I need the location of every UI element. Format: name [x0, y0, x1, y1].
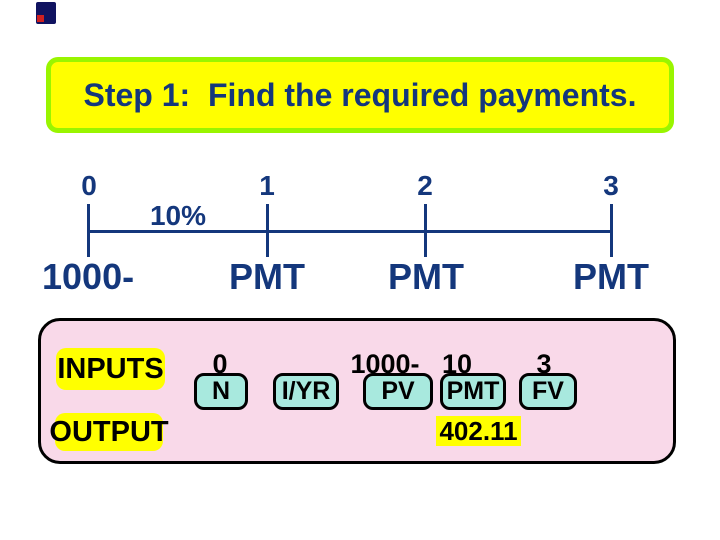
tick-mark-1 [266, 204, 269, 257]
calc-value-fv: 3 [536, 349, 552, 379]
calc-key-n: N [194, 373, 248, 410]
period-label-0: 0 [81, 170, 97, 201]
calc-key-pmt: PMT [440, 373, 506, 410]
interest-rate-label: 10% [149, 200, 207, 231]
inputs-label: INPUTS [56, 348, 165, 390]
banner-title: Step 1: Find the required payments. [83, 76, 637, 113]
calculator-panel: INPUTS OUTPUT 0 1000- 10 3 N I/YR PV PMT… [38, 318, 676, 464]
tick-mark-0 [87, 204, 90, 257]
cashflow-label-0: 1000- [42, 256, 135, 297]
step-banner: Step 1: Find the required payments. [46, 57, 674, 133]
cashflow-label-3: PMT [573, 256, 649, 297]
monitor-logo-icon [36, 2, 56, 24]
calc-value-n: 0 [212, 349, 228, 379]
calc-key-pv: PV [363, 373, 433, 410]
period-label-1: 1 [259, 170, 275, 201]
output-value: 402.11 [436, 416, 521, 446]
red-dot-icon [37, 15, 44, 22]
tick-mark-3 [610, 204, 613, 257]
output-label: OUTPUT [49, 413, 169, 451]
timeline-axis [88, 230, 612, 233]
period-label-2: 2 [417, 170, 433, 201]
calc-key-iyr: I/YR [273, 373, 339, 410]
cashflow-label-1: PMT [229, 256, 305, 297]
cashflow-label-2: PMT [388, 256, 464, 297]
calc-key-fv: FV [519, 373, 577, 410]
period-label-3: 3 [603, 170, 619, 201]
tick-mark-2 [424, 204, 427, 257]
